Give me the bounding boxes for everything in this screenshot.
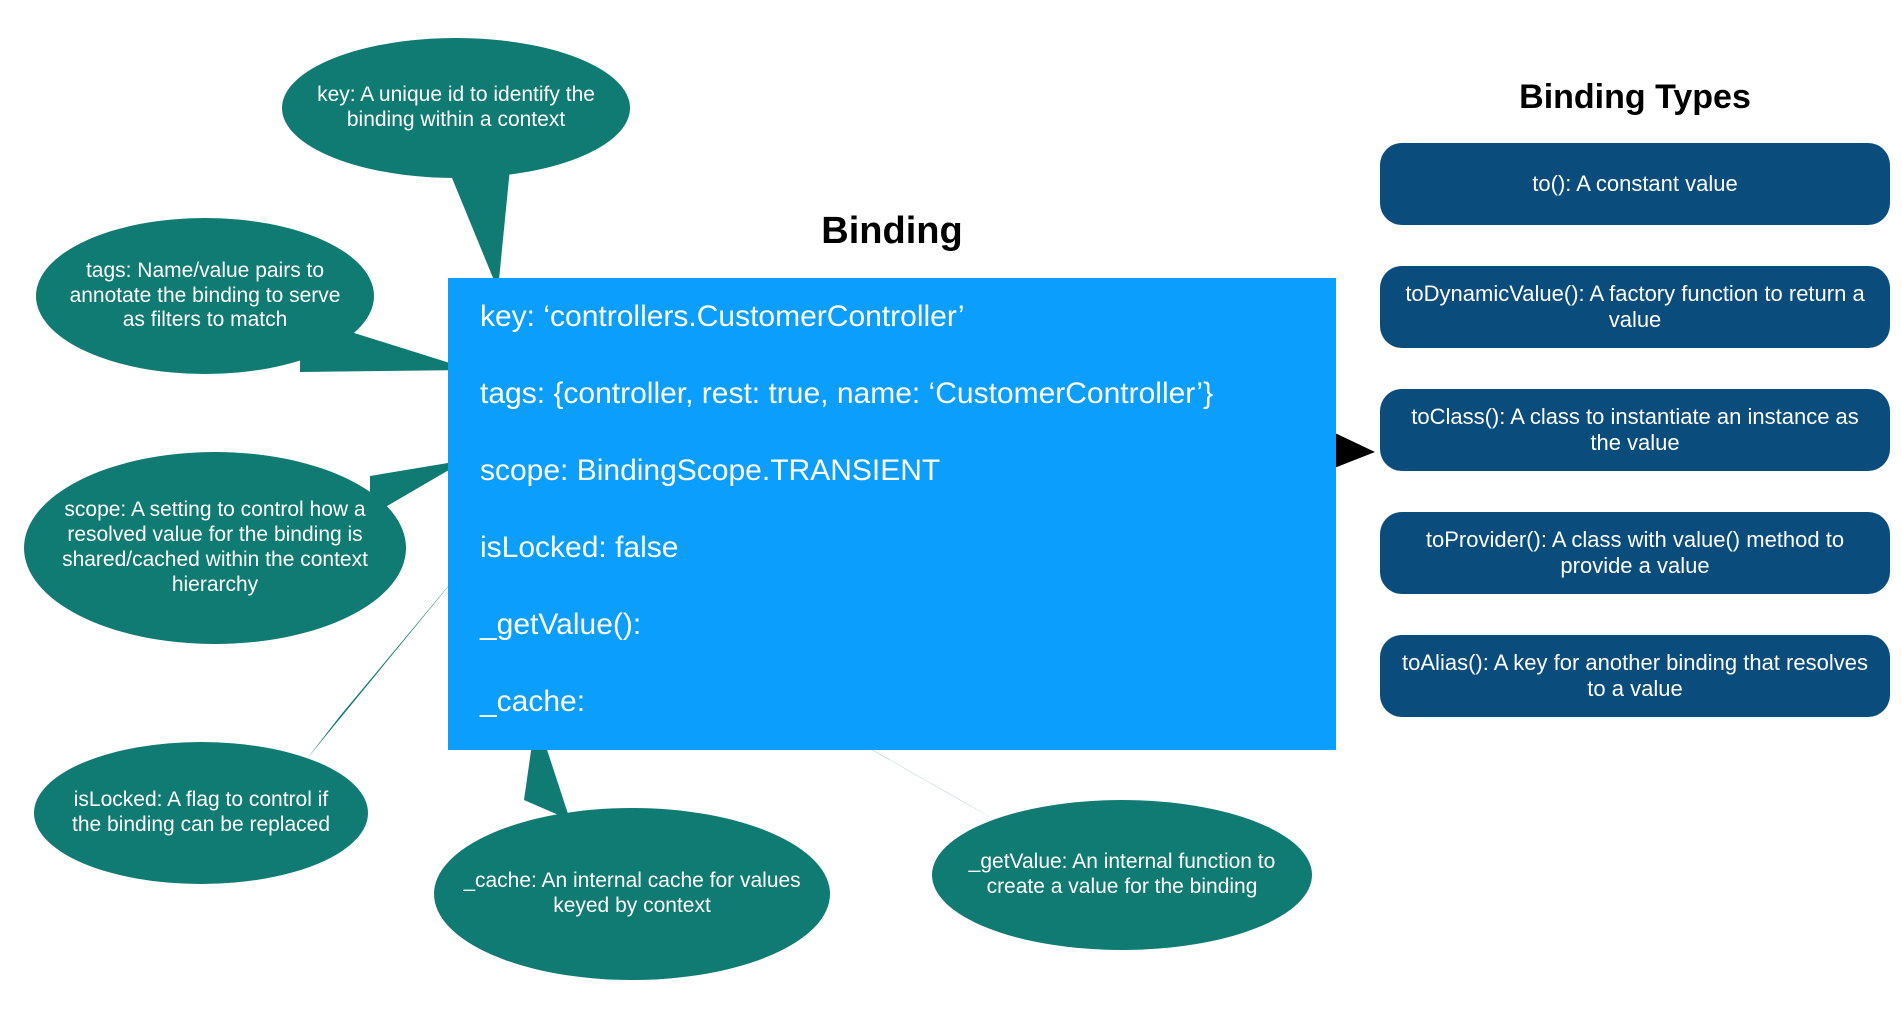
binding-field-islocked: isLocked: false [480, 531, 679, 564]
binding-field-getvalue: _getValue(): [480, 608, 642, 641]
binding-type-todynamicvalue: toDynamicValue(): A factory function to … [1380, 266, 1890, 348]
callout-key-label: key: A unique id to identify the binding… [317, 83, 595, 131]
binding-types-list: to(): A constant value toDynamicValue():… [1380, 143, 1890, 717]
binding-field-tags: tags: {controller, rest: true, name: ‘Cu… [480, 377, 1214, 410]
binding-type-toalias-label: toAlias(): A key for another binding tha… [1402, 650, 1868, 701]
binding-types-title: Binding Types [1519, 78, 1751, 116]
binding-type-toprovider-label: toProvider(): A class with value() metho… [1425, 527, 1845, 578]
binding-type-toclass-label: toClass(): A class to instantiate an ins… [1411, 404, 1859, 455]
callout-get-value-label: _getValue: An internal function to creat… [968, 850, 1276, 898]
callout-tags-label: tags: Name/value pairs to annotate the b… [69, 258, 341, 332]
callout-scope: scope: A setting to control how a resolv… [24, 452, 406, 644]
binding-type-toclass: toClass(): A class to instantiate an ins… [1380, 389, 1890, 471]
binding-field-cache: _cache: [480, 685, 586, 718]
callout-key: key: A unique id to identify the binding… [282, 38, 630, 178]
binding-field-scope: scope: BindingScope.TRANSIENT [480, 454, 941, 487]
binding-type-to: to(): A constant value [1380, 143, 1890, 225]
binding-type-toprovider: toProvider(): A class with value() metho… [1380, 512, 1890, 594]
binding-card-title: Binding [821, 210, 963, 252]
callout-get-value: _getValue: An internal function to creat… [932, 800, 1312, 950]
callout-scope-label: scope: A setting to control how a resolv… [62, 498, 368, 596]
binding-field-key: key: ‘controllers.CustomerController’ [480, 300, 965, 333]
callout-is-locked: isLocked: A flag to control if the bindi… [34, 742, 368, 884]
callout-tags: tags: Name/value pairs to annotate the b… [36, 218, 374, 374]
callout-cache-label: _cache: An internal cache for values key… [463, 869, 801, 917]
callout-cache: _cache: An internal cache for values key… [434, 808, 830, 980]
callout-is-locked-label: isLocked: A flag to control if the bindi… [71, 788, 331, 836]
binding-type-to-label: to(): A constant value [1532, 171, 1738, 197]
binding-type-toalias: toAlias(): A key for another binding tha… [1380, 635, 1890, 717]
binding-type-todynamicvalue-label: toDynamicValue(): A factory function to … [1405, 281, 1865, 332]
binding-card: key: ‘controllers.CustomerController’ ta… [448, 278, 1336, 750]
